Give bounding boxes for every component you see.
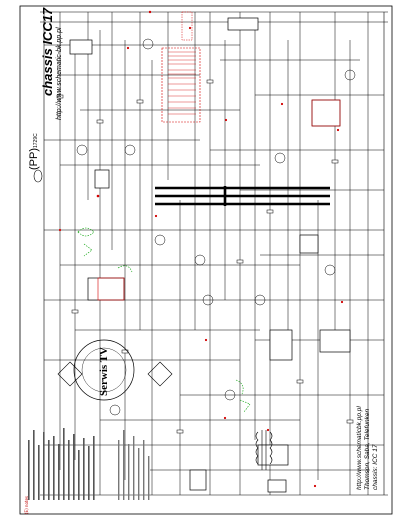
ce-mark [33,169,43,183]
green-test-points [77,227,251,413]
bridge-rectifiers [57,361,173,387]
service-stamp [73,339,135,401]
transistors [76,38,356,416]
red-markers [58,10,344,488]
resistors [56,79,354,434]
power-rails [40,11,388,496]
red-ic-table [97,11,341,301]
bus-bars [155,186,330,206]
transformer [255,430,273,470]
sheet-border [19,5,393,515]
